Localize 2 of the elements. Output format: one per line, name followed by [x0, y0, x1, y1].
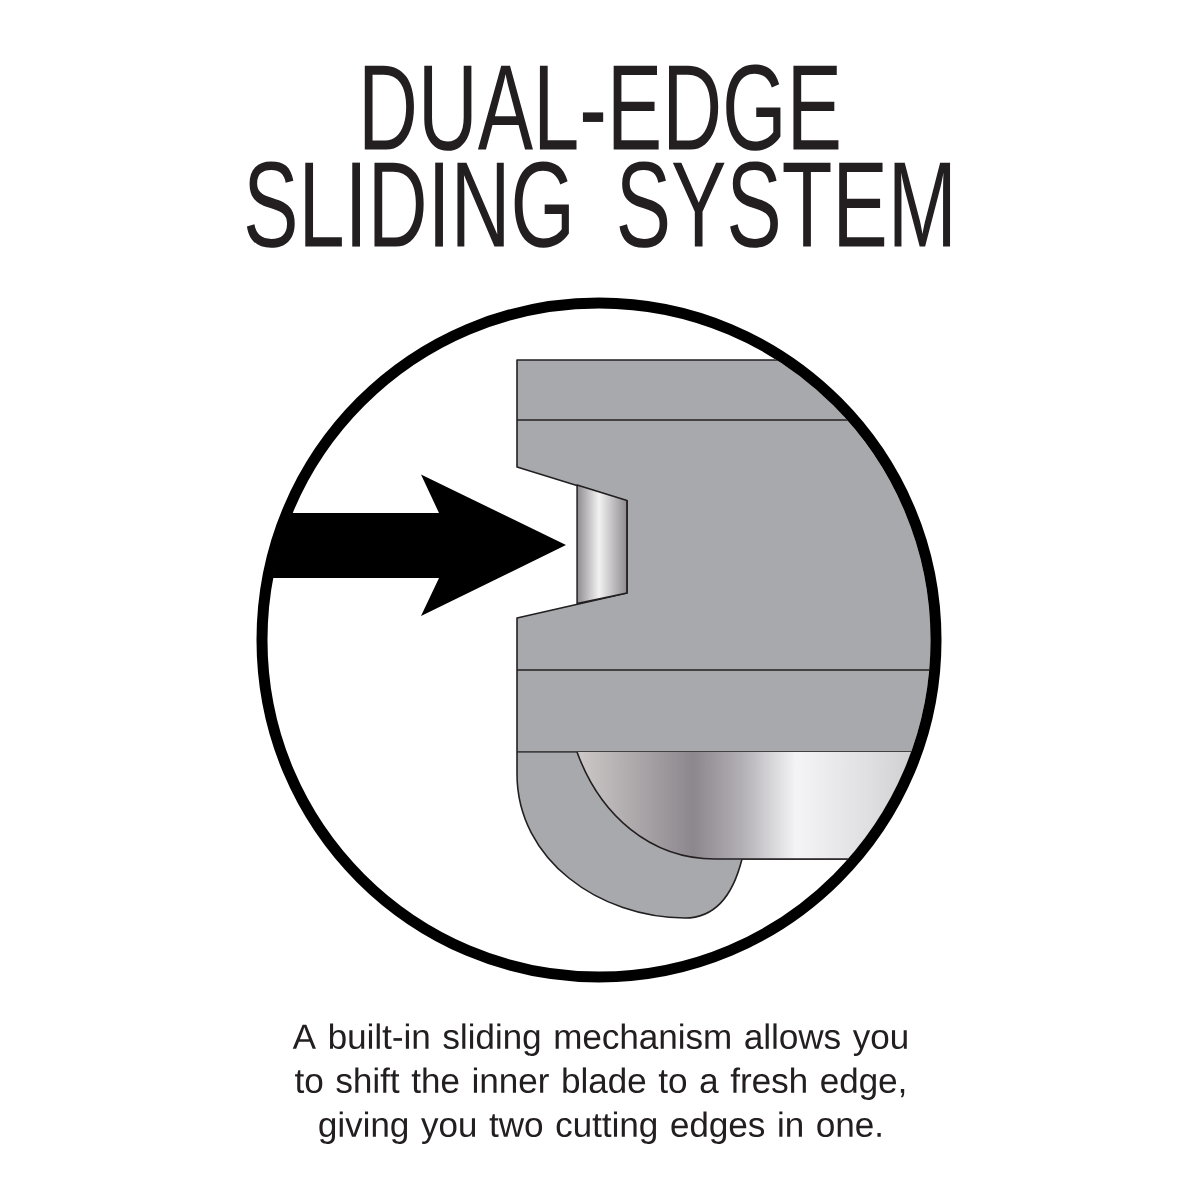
- caption: A built-in sliding mechanism allows you to shift the inner blade to a fresh edge, giving you two cutting edges in one.: [292, 1023, 907, 1145]
- title: DUAL-EDGE SLIDING SYSTEM: [246, 64, 951, 248]
